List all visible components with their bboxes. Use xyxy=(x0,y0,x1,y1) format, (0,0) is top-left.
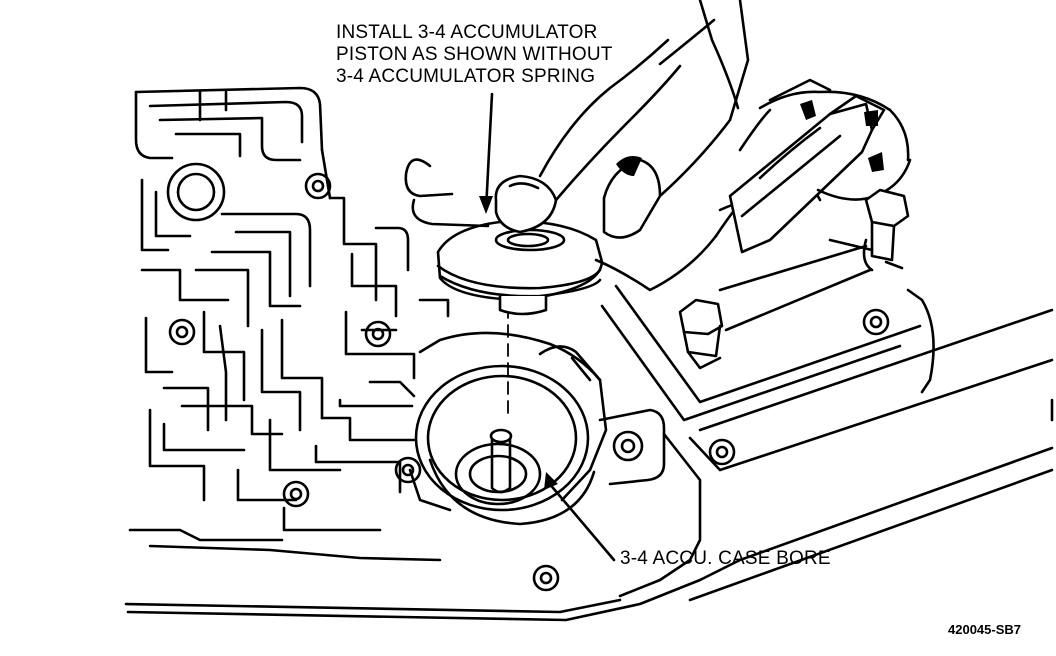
install-instruction-line-2: PISTON AS SHOWN WITHOUT xyxy=(336,44,613,65)
accumulator-piston xyxy=(436,220,604,316)
install-instruction-line-1: INSTALL 3-4 ACCUMULATOR xyxy=(336,22,598,43)
figure-id: 420045-SB7 xyxy=(948,622,1021,637)
case-bore xyxy=(414,305,596,526)
wrench xyxy=(728,78,912,254)
valve-body-channels xyxy=(128,86,450,562)
leader-lines xyxy=(479,92,616,562)
accumulator-boss xyxy=(408,331,666,512)
case-bolts-right xyxy=(678,188,910,370)
case-flange xyxy=(124,260,1054,622)
install-instruction-line-3: 3-4 ACCUMULATOR SPRING xyxy=(336,66,596,87)
valve-body-bolts xyxy=(166,162,422,508)
case-bore-label: 3-4 ACCU. CASE BORE xyxy=(620,548,831,569)
hand xyxy=(404,0,822,292)
install-instruction-callout: INSTALL 3-4 ACCUMULATOR PISTON AS SHOWN … xyxy=(336,22,613,88)
